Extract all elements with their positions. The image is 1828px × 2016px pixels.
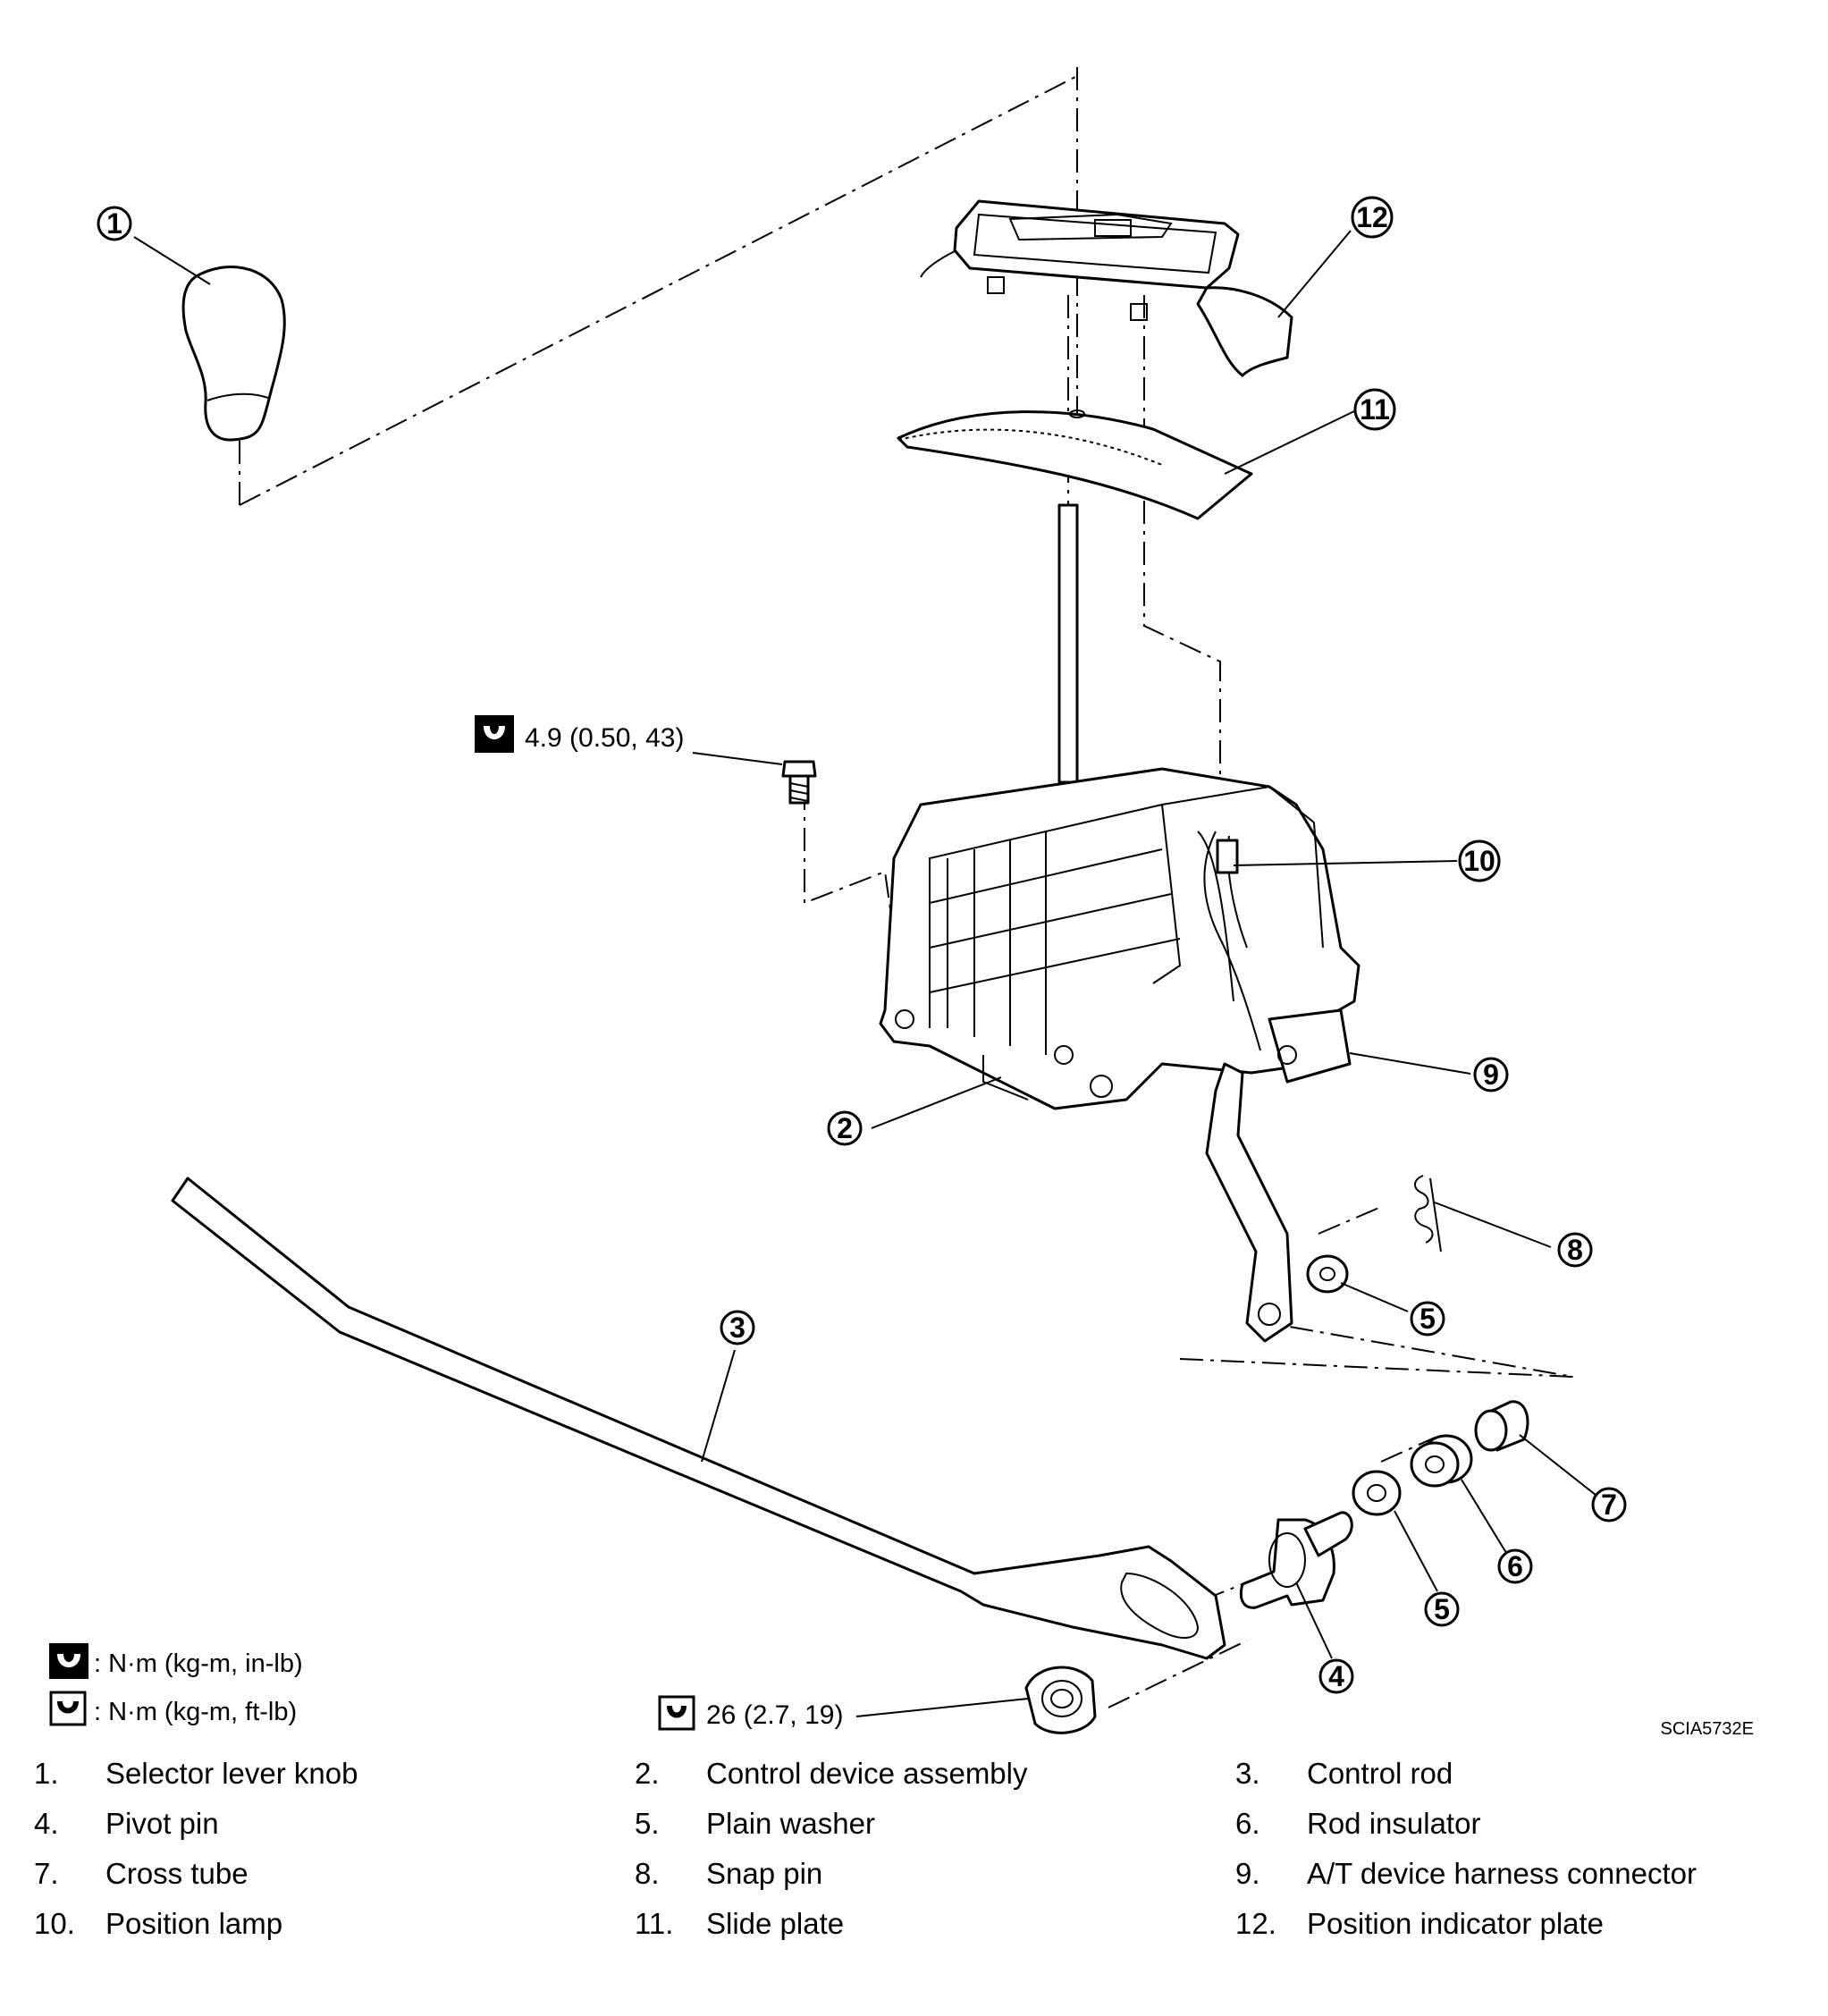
svg-text:3: 3 bbox=[729, 1312, 746, 1344]
part-number: 6. bbox=[1235, 1807, 1260, 1840]
callout-8: 8 bbox=[1557, 1232, 1593, 1268]
pivot-pin-drawing bbox=[1239, 1511, 1353, 1609]
part-name: Control rod bbox=[1307, 1757, 1453, 1790]
part-name: Position lamp bbox=[105, 1907, 283, 1940]
torque-spec-nut: 26 (2.7, 19) bbox=[658, 1695, 843, 1731]
callout-6: 6 bbox=[1497, 1548, 1533, 1584]
control-rod-drawing bbox=[171, 1177, 1226, 1660]
part-number: 7. bbox=[34, 1857, 59, 1890]
part-number: 4. bbox=[34, 1807, 59, 1840]
part-number: 2. bbox=[635, 1757, 660, 1790]
callout-2: 2 bbox=[827, 1110, 863, 1146]
part-number: 12. bbox=[1235, 1907, 1276, 1940]
position-lamp-drawing bbox=[1203, 831, 1261, 1051]
part-name: Snap pin bbox=[706, 1857, 823, 1890]
svg-text:7: 7 bbox=[1601, 1489, 1617, 1521]
svg-text:: N·m (kg-m, ft-lb): : N·m (kg-m, ft-lb) bbox=[94, 1698, 297, 1726]
plain-washer-upper-drawing bbox=[1306, 1254, 1349, 1294]
slide-plate-drawing bbox=[897, 409, 1253, 520]
control-device-assembly-drawing bbox=[879, 503, 1360, 1343]
svg-text:5: 5 bbox=[1419, 1303, 1436, 1335]
svg-text:: N·m (kg-m, in-lb): : N·m (kg-m, in-lb) bbox=[94, 1649, 303, 1678]
position-indicator-plate-drawing bbox=[920, 199, 1293, 377]
svg-text:9: 9 bbox=[1483, 1059, 1499, 1091]
svg-text:4: 4 bbox=[1328, 1660, 1344, 1692]
figure-code: SCIA5732E bbox=[1660, 1719, 1754, 1739]
svg-text:1: 1 bbox=[106, 207, 122, 240]
part-name: Rod insulator bbox=[1307, 1807, 1481, 1840]
part-number: 9. bbox=[1235, 1857, 1260, 1890]
callout-7: 7 bbox=[1591, 1487, 1627, 1523]
callout-5-upper: 5 bbox=[1410, 1301, 1445, 1337]
svg-text:26 (2.7, 19): 26 (2.7, 19) bbox=[706, 1700, 843, 1730]
part-name: Selector lever knob bbox=[105, 1757, 358, 1790]
svg-text:6: 6 bbox=[1507, 1550, 1523, 1582]
svg-text:11: 11 bbox=[1360, 393, 1390, 426]
svg-text:8: 8 bbox=[1567, 1234, 1583, 1266]
torque-legend-ft-lb: : N·m (kg-m, ft-lb) bbox=[49, 1691, 297, 1726]
part-name: Pivot pin bbox=[105, 1807, 219, 1840]
part-name: Position indicator plate bbox=[1307, 1907, 1605, 1940]
callout-9: 9 bbox=[1473, 1057, 1509, 1092]
selector-lever-knob-drawing bbox=[181, 266, 286, 442]
callout-3: 3 bbox=[720, 1310, 755, 1345]
svg-text:12: 12 bbox=[1356, 201, 1388, 233]
callout-11: 11 bbox=[1353, 388, 1396, 431]
part-number: 3. bbox=[1235, 1757, 1260, 1790]
part-name: Slide plate bbox=[706, 1907, 845, 1940]
snap-pin-drawing bbox=[1414, 1175, 1442, 1253]
callout-5-lower: 5 bbox=[1424, 1591, 1460, 1627]
part-name: A/T device harness connector bbox=[1307, 1857, 1697, 1890]
leader-lines bbox=[133, 230, 1605, 1717]
svg-text:10: 10 bbox=[1463, 845, 1495, 877]
bolt-drawing bbox=[781, 760, 817, 805]
svg-text:5: 5 bbox=[1434, 1593, 1450, 1625]
part-name: Cross tube bbox=[105, 1857, 249, 1890]
torque-spec-bolt: 4.9 (0.50, 43) bbox=[475, 715, 684, 753]
part-number: 10. bbox=[34, 1907, 75, 1940]
plain-washer-lower-drawing bbox=[1352, 1470, 1402, 1516]
callout-1: 1 bbox=[97, 206, 132, 241]
part-number: 1. bbox=[34, 1757, 59, 1790]
rod-insulator-drawing bbox=[1410, 1434, 1473, 1488]
torque-legend-in-lb: : N·m (kg-m, in-lb) bbox=[49, 1643, 303, 1679]
callout-4: 4 bbox=[1318, 1658, 1354, 1694]
part-number: 11. bbox=[635, 1907, 674, 1940]
svg-text:2: 2 bbox=[837, 1112, 853, 1144]
svg-text:4.9 (0.50, 43): 4.9 (0.50, 43) bbox=[525, 723, 684, 753]
part-name: Control device assembly bbox=[706, 1757, 1028, 1790]
nut-drawing bbox=[1024, 1666, 1097, 1734]
part-name: Plain washer bbox=[706, 1807, 875, 1840]
part-number: 5. bbox=[635, 1807, 660, 1840]
callout-12: 12 bbox=[1351, 196, 1394, 239]
cross-tube-drawing bbox=[1474, 1400, 1529, 1452]
callout-10: 10 bbox=[1458, 839, 1501, 882]
part-number: 8. bbox=[635, 1857, 660, 1890]
